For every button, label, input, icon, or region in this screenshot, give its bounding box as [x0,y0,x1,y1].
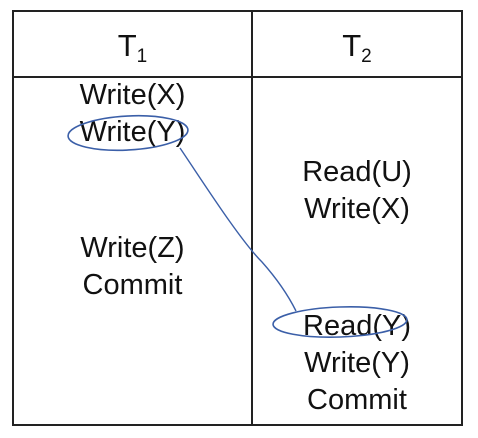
t2-op-commit: Commit [307,384,407,416]
header-t1-sub: 1 [136,46,148,67]
t2-op-read-y: Read(Y) [303,310,411,342]
header-t1: T1 [14,26,251,66]
header-divider [14,76,461,78]
header-t2-sub: 2 [361,46,372,67]
schedule-table: T1 T2 Write(X) Write(Y) Write(Z) Commit … [12,10,463,426]
t2-op-write-y: Write(Y) [304,347,410,379]
t1-op-write-y: Write(Y) [79,116,186,148]
t1-op-commit: Commit [82,269,183,301]
t2-op-read-u: Read(U) [302,156,412,188]
t1-op-write-x: Write(X) [79,79,186,111]
t1-op-write-z: Write(Z) [80,232,185,264]
header-t2: T2 [253,26,461,66]
header-t1-base: T [117,28,137,63]
header-t2-base: T [342,28,362,63]
t2-op-write-x: Write(X) [304,193,410,225]
